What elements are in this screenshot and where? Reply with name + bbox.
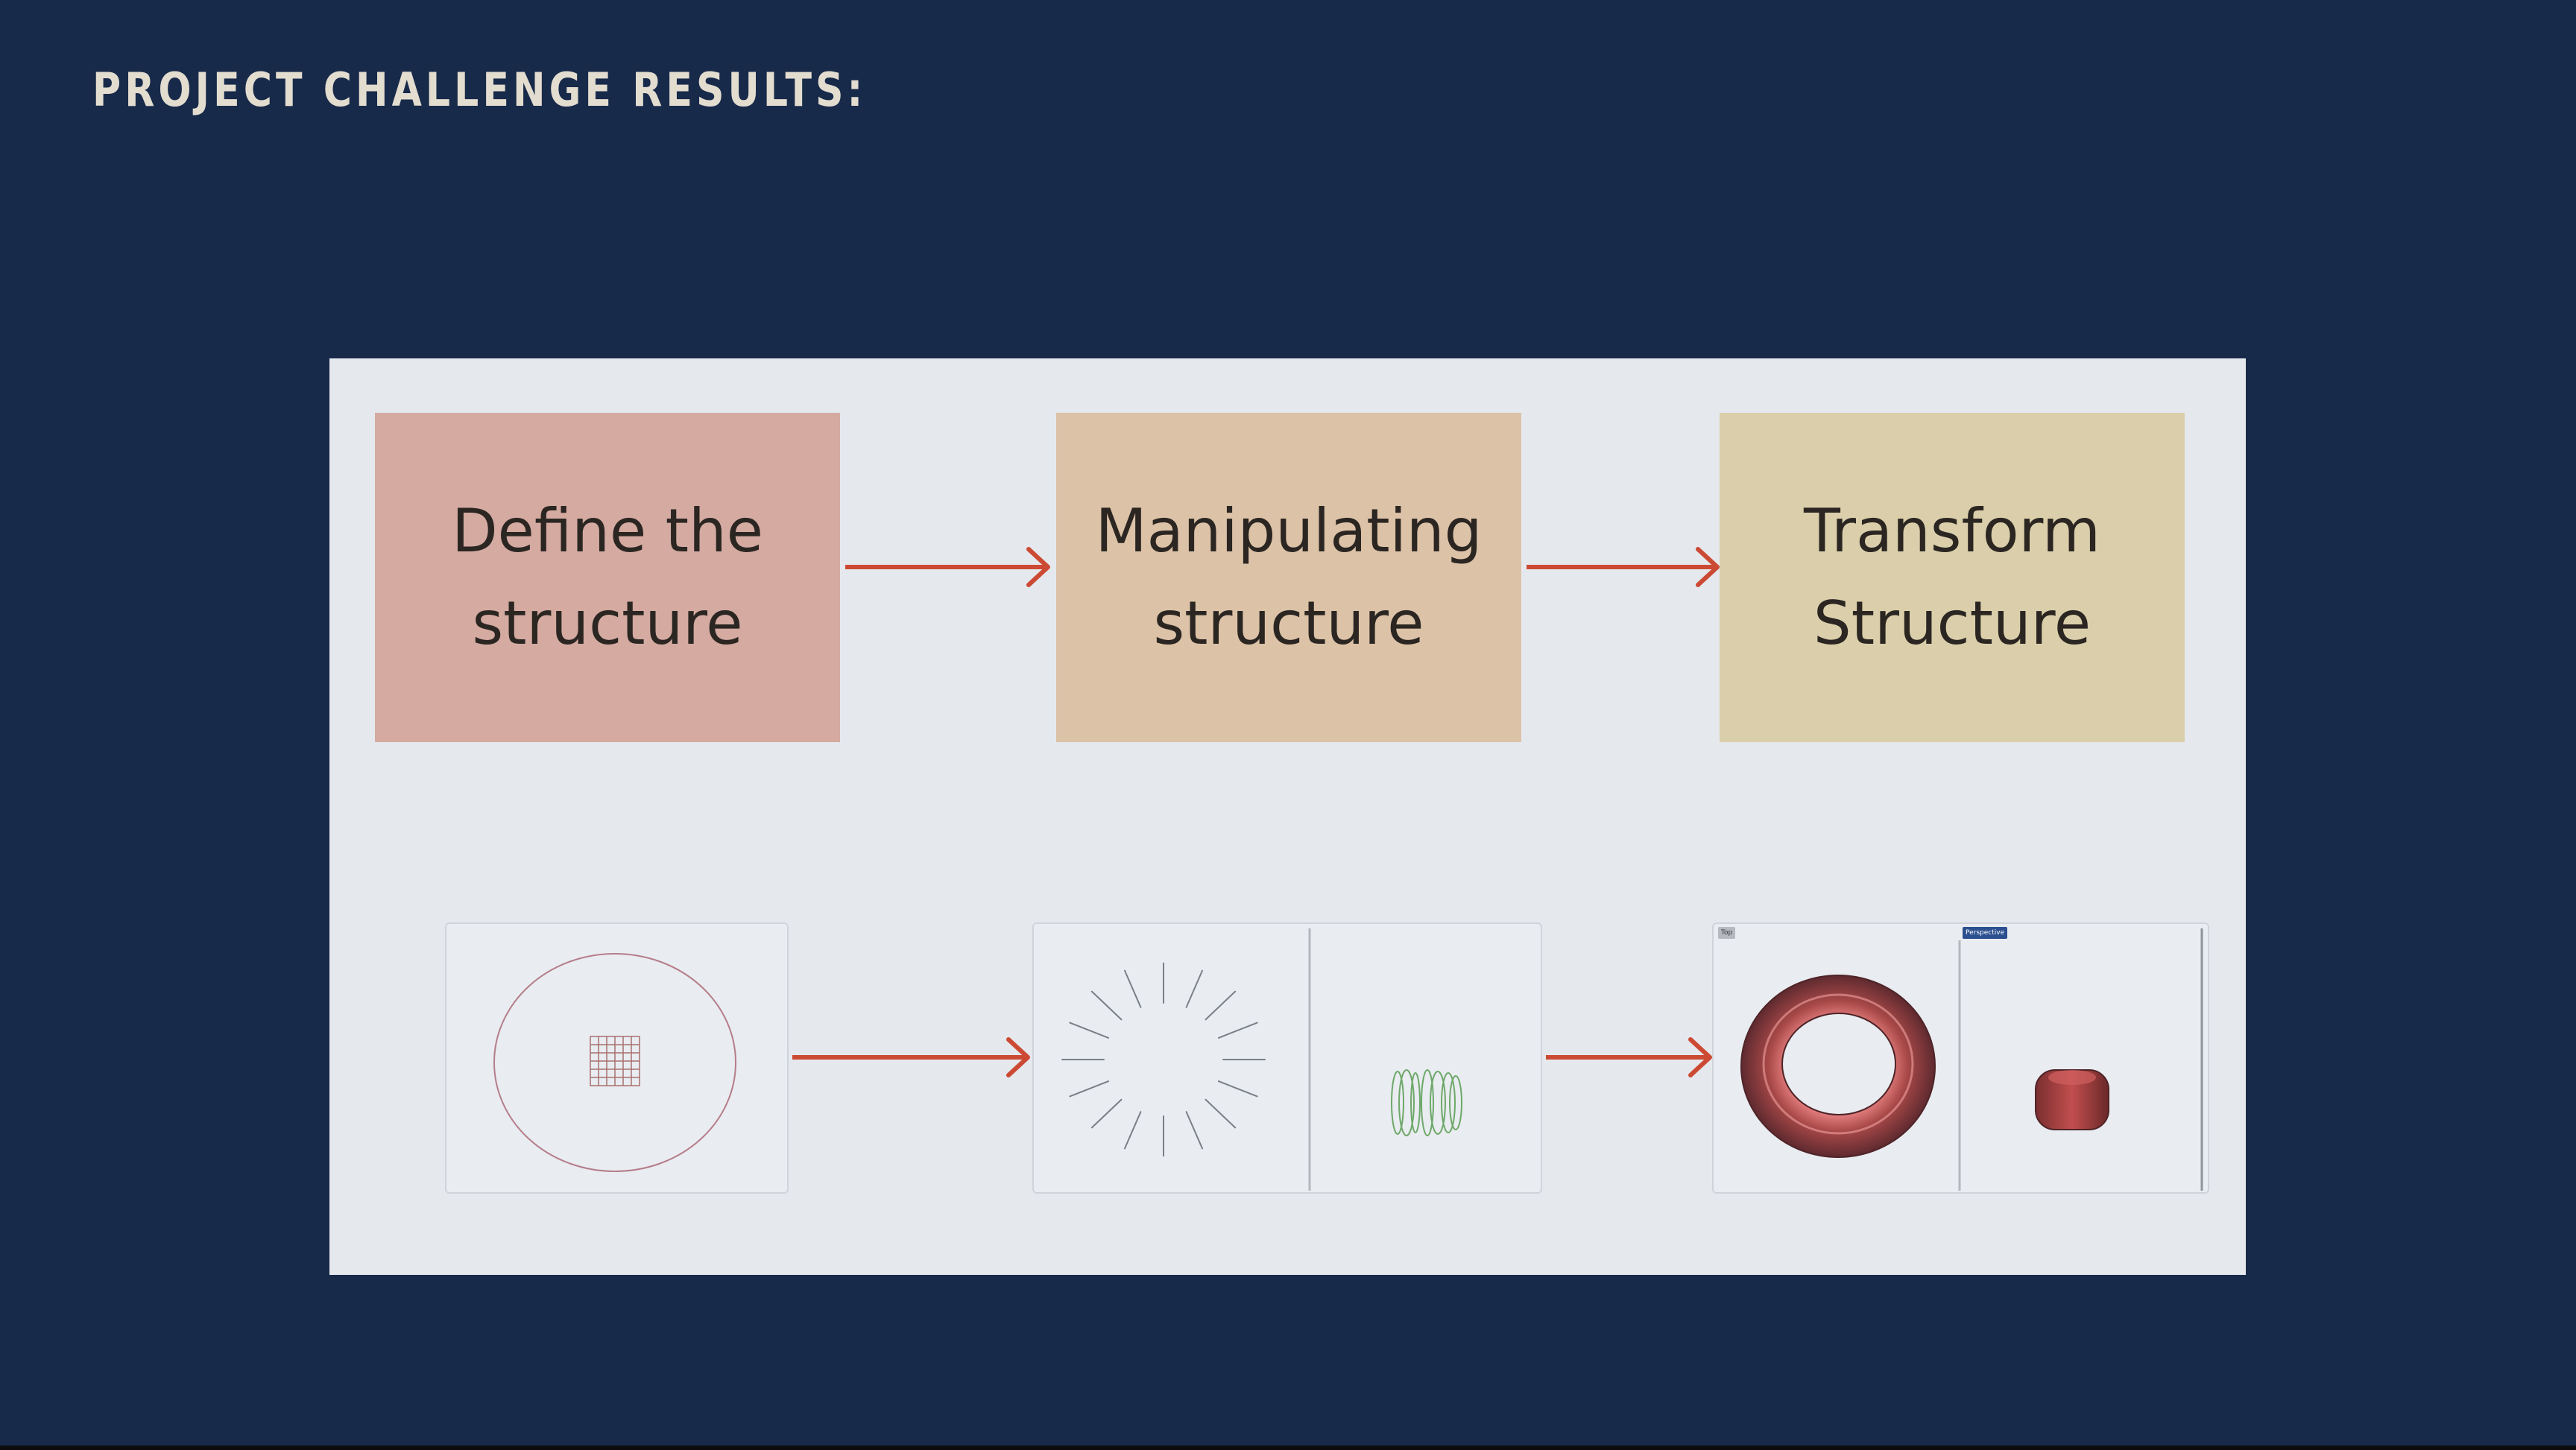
bottom-edge — [0, 1446, 2576, 1450]
radial-line — [1205, 1098, 1237, 1129]
viewport-screenshot-manipulate — [1032, 922, 1542, 1194]
radial-line — [1185, 969, 1204, 1008]
step-label: Define the structure — [452, 496, 763, 658]
arrow-right-icon — [1546, 1037, 1712, 1077]
viewport-screenshot-define — [445, 922, 789, 1194]
torus-drawing — [1740, 928, 2203, 1191]
radial-line — [1205, 990, 1237, 1021]
radial-line — [1123, 1111, 1142, 1150]
radial-line — [1185, 1111, 1204, 1150]
radial-line — [1069, 1022, 1110, 1039]
step-transform-structure: Transform Structure — [1720, 413, 2185, 742]
process-diagram: Define the structure Manipulating struct… — [329, 358, 2246, 1275]
radial-line — [1123, 969, 1142, 1008]
radial-line — [1090, 1098, 1123, 1129]
circle-grid-drawing — [493, 953, 736, 1172]
step-define-structure: Define the structure — [375, 413, 840, 742]
step-label: Manipulating structure — [1095, 496, 1483, 658]
radial-line — [1069, 1080, 1110, 1098]
viewport-screenshot-transform: Top Perspective — [1712, 922, 2209, 1194]
page-title: PROJECT CHALLENGE RESULTS: — [92, 63, 867, 117]
radial-line — [1090, 990, 1123, 1021]
radial-curves-drawing — [1061, 928, 1462, 1191]
viewport-label-top[interactable]: Top — [1718, 927, 1736, 939]
step-label: Transform Structure — [1804, 496, 2100, 658]
arrow-right-icon — [845, 547, 1050, 587]
arrow-right-icon — [792, 1037, 1030, 1077]
step-manipulating-structure: Manipulating structure — [1056, 413, 1521, 742]
radial-line — [1217, 1022, 1258, 1039]
viewport-label-perspective[interactable]: Perspective — [1963, 927, 2008, 939]
radial-line — [1217, 1080, 1258, 1098]
arrow-right-icon — [1527, 547, 1720, 587]
